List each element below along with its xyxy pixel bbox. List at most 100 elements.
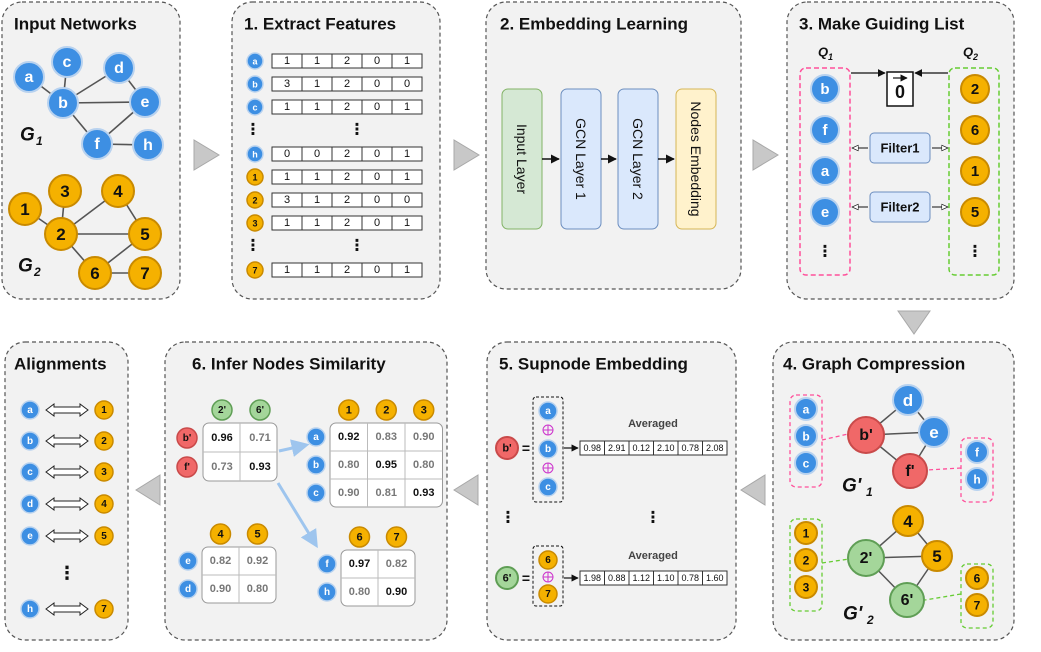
double-arrow-icon [45, 602, 89, 616]
matrix-value: 0.80 [338, 459, 359, 471]
node-label: a [803, 403, 810, 417]
feature-value: 2 [344, 101, 350, 113]
node-label: 2' [218, 405, 226, 416]
panel-title: Input Networks [14, 15, 137, 34]
double-arrow-icon [45, 497, 89, 511]
node-label: 7 [140, 264, 149, 283]
feature-value: 1 [284, 101, 290, 113]
node-label: 6' [901, 592, 914, 609]
node-label: 1 [101, 405, 107, 416]
matrix-value: 0.90 [386, 586, 407, 598]
align-right-node [94, 400, 114, 420]
g1-node [132, 129, 164, 161]
group-node [794, 424, 818, 448]
node-label: a [821, 163, 830, 180]
group-node [965, 467, 989, 491]
ellipsis: ⋮ [349, 122, 365, 139]
node-label: 6 [90, 264, 99, 283]
supnode-group [532, 545, 564, 607]
ellipsis: ⋮ [58, 563, 76, 583]
g2-node [78, 256, 112, 290]
feature-value: 3 [284, 78, 290, 90]
g1-node [81, 128, 113, 160]
guide-node-q1 [810, 156, 840, 186]
g1-node [103, 52, 135, 84]
equals-sign: = [522, 570, 530, 586]
double-arrow-icon [45, 465, 89, 479]
embed-value: 2.08 [706, 443, 724, 453]
flow-arrow-left [453, 474, 479, 506]
queue-label: Q [818, 45, 828, 60]
g1-node [47, 87, 79, 119]
queue-q2 [948, 67, 1000, 276]
feature-value: 1 [404, 264, 410, 276]
node-label: b' [183, 433, 192, 444]
matrix-col-node [375, 399, 397, 421]
align-left-node [20, 526, 40, 546]
matrix-col-node [338, 399, 360, 421]
node-label: 5 [254, 529, 260, 541]
feature-value: 0 [404, 194, 410, 206]
filter-label: Filter2 [880, 200, 919, 215]
feature-value: 1 [404, 101, 410, 113]
feature-value: 0 [374, 171, 380, 183]
matrix-row-node [176, 456, 198, 478]
feature-node [246, 145, 264, 163]
feature-value: 1 [404, 55, 410, 67]
ellipsis: ⋮ [645, 510, 661, 527]
feature-node [246, 214, 264, 232]
node-label: b' [859, 427, 873, 444]
matrix-value: 0.95 [376, 459, 397, 471]
node-label: e [141, 94, 150, 111]
node-label: b [58, 95, 68, 112]
feature-value: 2 [344, 55, 350, 67]
g2-node [128, 256, 162, 290]
feature-value: 1 [404, 171, 410, 183]
feature-value: 3 [284, 194, 290, 206]
layer-label: Input Layer [514, 124, 530, 194]
matrix-value: 0.93 [249, 461, 270, 473]
align-right-node [94, 526, 114, 546]
node-label: e [27, 531, 33, 542]
feature-node [246, 168, 264, 186]
panel-p7 [4, 341, 129, 641]
node-label: 6' [256, 405, 264, 416]
node-label: b' [502, 443, 512, 455]
node-label: f [94, 136, 100, 153]
feature-cell [391, 215, 423, 231]
node-label: 7 [393, 532, 399, 544]
guide-node-q2 [960, 156, 990, 186]
node-label: 7 [101, 604, 107, 615]
node-label: f [975, 446, 980, 460]
node-label: 6 [545, 555, 551, 566]
embed-value: 2.91 [608, 443, 626, 453]
node-label: h [143, 137, 153, 154]
equals-sign: = [522, 440, 530, 456]
node-label: 1 [971, 163, 979, 180]
node-label: 2 [803, 554, 810, 568]
ellipsis: ⋮ [967, 244, 983, 261]
ellipsis: ⋮ [245, 122, 261, 139]
double-arrow-icon [45, 403, 89, 417]
matrix-value: 0.93 [413, 487, 434, 499]
matrix-row-node [317, 582, 337, 602]
feature-value: 1 [314, 55, 320, 67]
double-arrow-icon [45, 434, 89, 448]
super-node [889, 582, 925, 618]
feature-value: 1 [314, 194, 320, 206]
zero-vector: 0 [895, 82, 905, 102]
queue-label-sub: 1 [828, 52, 833, 62]
node-label: a [27, 405, 33, 416]
node-label: 2 [56, 225, 65, 244]
group-node [965, 566, 989, 590]
feature-value: 1 [284, 171, 290, 183]
panel-p4 [772, 341, 1015, 641]
node-label: b [802, 430, 809, 444]
node-label: h [27, 604, 33, 615]
feature-value: 1 [314, 101, 320, 113]
group-node [794, 397, 818, 421]
g1-node [13, 61, 45, 93]
node-label: d [903, 391, 913, 410]
g1-node [51, 46, 83, 78]
